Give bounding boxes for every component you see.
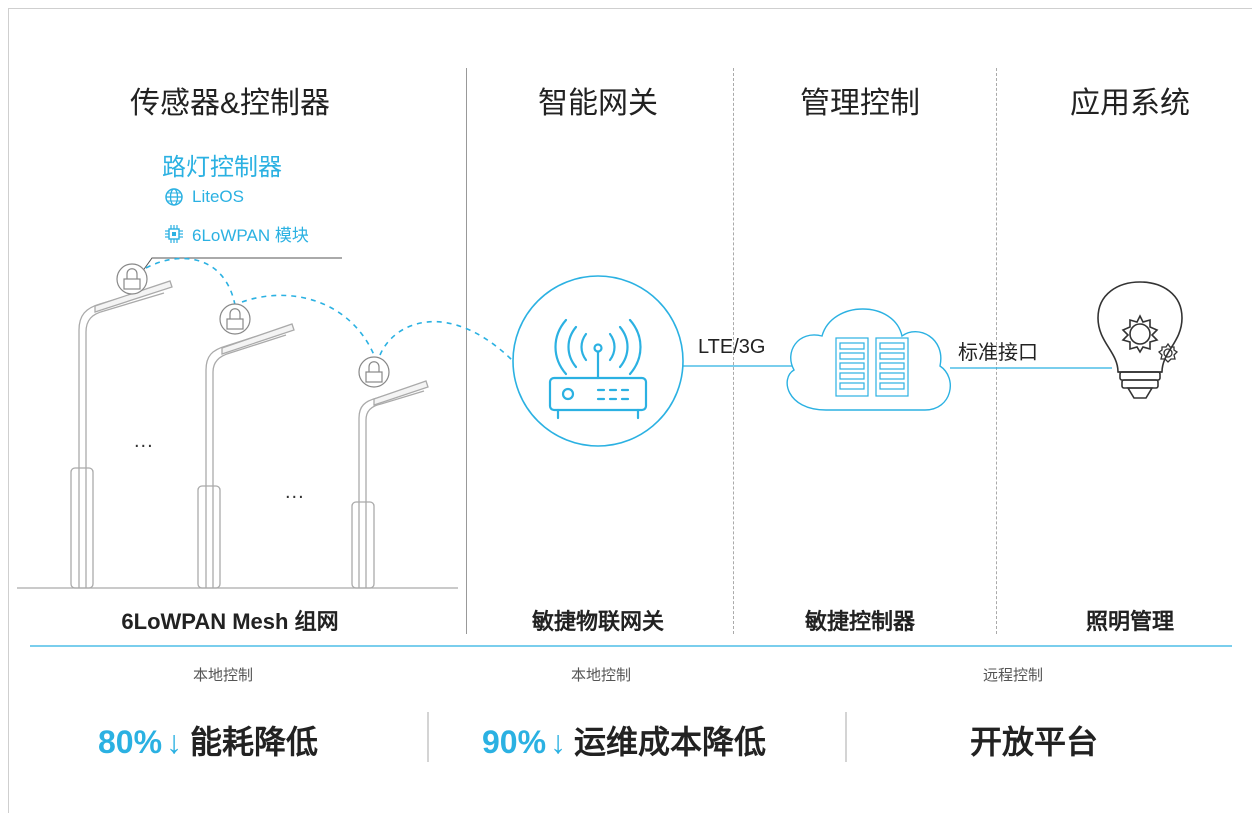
stat-open-platform-text: 开放平台 [970,724,1099,760]
controller-feature-module: 6LoWPAN 模块 [164,221,309,246]
diagram-frame [8,8,1252,813]
down-arrow-icon: ↓ [550,724,567,760]
chip-icon [165,224,183,243]
cloud-server-icon [786,308,951,411]
column-title-gateway: 智能网关 [538,87,658,120]
separator-dashed-2 [996,68,997,634]
bottom-label-gateway: 敏捷物联网关 [531,609,664,634]
controller-feature-os-label: LiteOS [192,187,244,206]
controller-title: 路灯控制器 [162,154,282,181]
ellipsis-1: ... [134,430,154,452]
lock-icon [219,303,251,335]
lock-icon [358,356,390,388]
lightbulb-gear-icon [1097,281,1183,399]
column-title-management: 管理控制 [800,87,920,120]
stat-maintenance-text: 运维成本降低 [574,724,767,760]
stat-energy-value: 80% [98,724,163,760]
street-lamp-icon [70,280,173,589]
controller-feature-module-label: 6LoWPAN 模块 [192,226,309,245]
control-mode-1: 本地控制 [192,667,253,684]
link-label-lte: LTE/3G [698,336,766,358]
control-mode-3: 远程控制 [982,667,1043,684]
router-icon [512,275,684,447]
stat-maintenance-value: 90% [482,724,547,760]
column-title-sensors: 传感器&控制器 [129,87,330,120]
globe-icon [165,188,183,206]
lock-icon [116,263,148,295]
separator-solid [466,68,467,634]
column-title-application: 应用系统 [1070,87,1190,120]
controller-feature-os: LiteOS [164,187,244,207]
down-arrow-icon: ↓ [166,724,183,760]
bottom-label-controller: 敏捷控制器 [804,609,915,634]
stat-maintenance: 90% ↓ 运维成本降低 [482,717,766,763]
stat-energy-text: 能耗降低 [190,724,319,760]
stat-open-platform: 开放平台 [970,717,1098,763]
link-label-interface: 标准接口 [958,342,1038,364]
bottom-label-lighting: 照明管理 [1085,609,1174,634]
stat-energy: 80% ↓ 能耗降低 [98,717,318,763]
street-lamp-icon [197,323,295,589]
bottom-label-mesh: 6LoWPAN Mesh 组网 [121,609,339,634]
ellipsis-2: ... [285,481,305,503]
separator-dashed-1 [733,68,734,634]
control-mode-2: 本地控制 [570,667,631,684]
street-lamp-icon [351,380,429,589]
